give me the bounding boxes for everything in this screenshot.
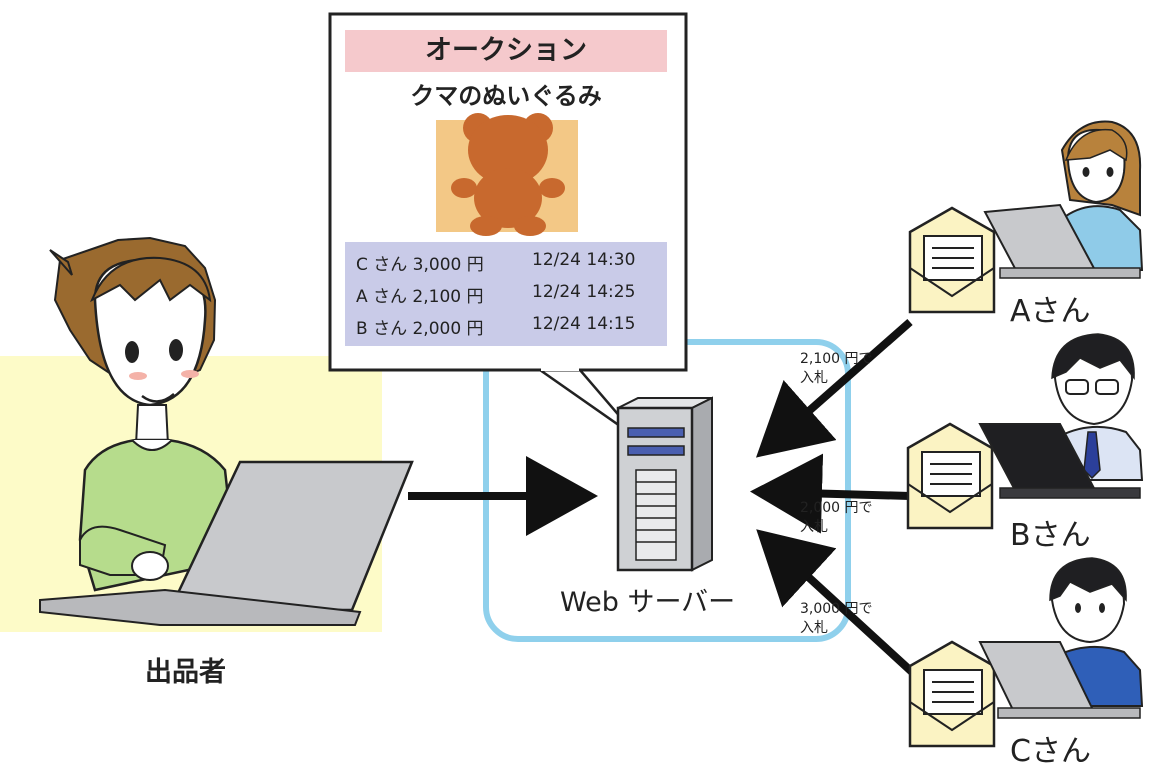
bidder-a-label: Aさん bbox=[1010, 294, 1091, 329]
bid-note-action: 入札 bbox=[800, 370, 828, 386]
bid-history-table: C さん 3,000 円 12/24 14:30 A さん 2,100 円 12… bbox=[345, 242, 667, 346]
bid-note-action: 入札 bbox=[800, 620, 828, 636]
auction-item-name: クマのぬいぐるみ bbox=[410, 82, 602, 110]
bid-history-time: 12/24 14:30 bbox=[532, 250, 636, 270]
bid-history-time: 12/24 14:15 bbox=[532, 314, 636, 334]
bid-history-row: C さん 3,000 円 12/24 14:30 bbox=[345, 246, 667, 278]
seller-label: 出品者 bbox=[145, 657, 226, 688]
bid-note-action: 入札 bbox=[800, 519, 828, 535]
bid-envelope-b bbox=[906, 422, 994, 530]
bid-history-bidder: B さん 2,000 円 bbox=[356, 319, 484, 339]
bid-envelope-c bbox=[908, 640, 996, 748]
bidder-a-person bbox=[983, 120, 1144, 279]
seller-person bbox=[39, 236, 414, 626]
web-server-icon bbox=[616, 396, 713, 572]
bid-note-a: 2,100 円で 入札 bbox=[800, 350, 873, 388]
bidder-b-arrow bbox=[750, 453, 911, 534]
bid-history-bidder: A さん 2,100 円 bbox=[356, 287, 484, 307]
bidder-b-label: Bさん bbox=[1010, 518, 1091, 553]
bid-history-row: B さん 2,000 円 12/24 14:15 bbox=[345, 310, 667, 342]
bid-note-c: 3,000 円で 入札 bbox=[800, 600, 873, 638]
bid-history-time: 12/24 14:25 bbox=[532, 282, 636, 302]
bidder-b-person bbox=[978, 333, 1144, 499]
bid-history-bidder: C さん 3,000 円 bbox=[356, 255, 484, 275]
bid-envelope-a bbox=[908, 206, 996, 314]
bidder-c-arrow bbox=[756, 529, 915, 675]
bidder-c-person bbox=[978, 557, 1144, 719]
bid-note-amount: 3,000 円で bbox=[800, 601, 873, 617]
teddy-bear-image bbox=[436, 113, 578, 236]
web-server-label: Web サーバー bbox=[560, 587, 736, 618]
bidder-a-arrow bbox=[755, 318, 913, 458]
bid-history-row: A さん 2,100 円 12/24 14:25 bbox=[345, 278, 667, 310]
auction-title: オークション bbox=[345, 30, 667, 72]
bid-note-b: 2,000 円で 入札 bbox=[800, 499, 873, 537]
bid-note-amount: 2,100 円で bbox=[800, 351, 873, 367]
bidder-c-label: Cさん bbox=[1010, 734, 1091, 769]
bid-note-amount: 2,000 円で bbox=[800, 500, 873, 516]
